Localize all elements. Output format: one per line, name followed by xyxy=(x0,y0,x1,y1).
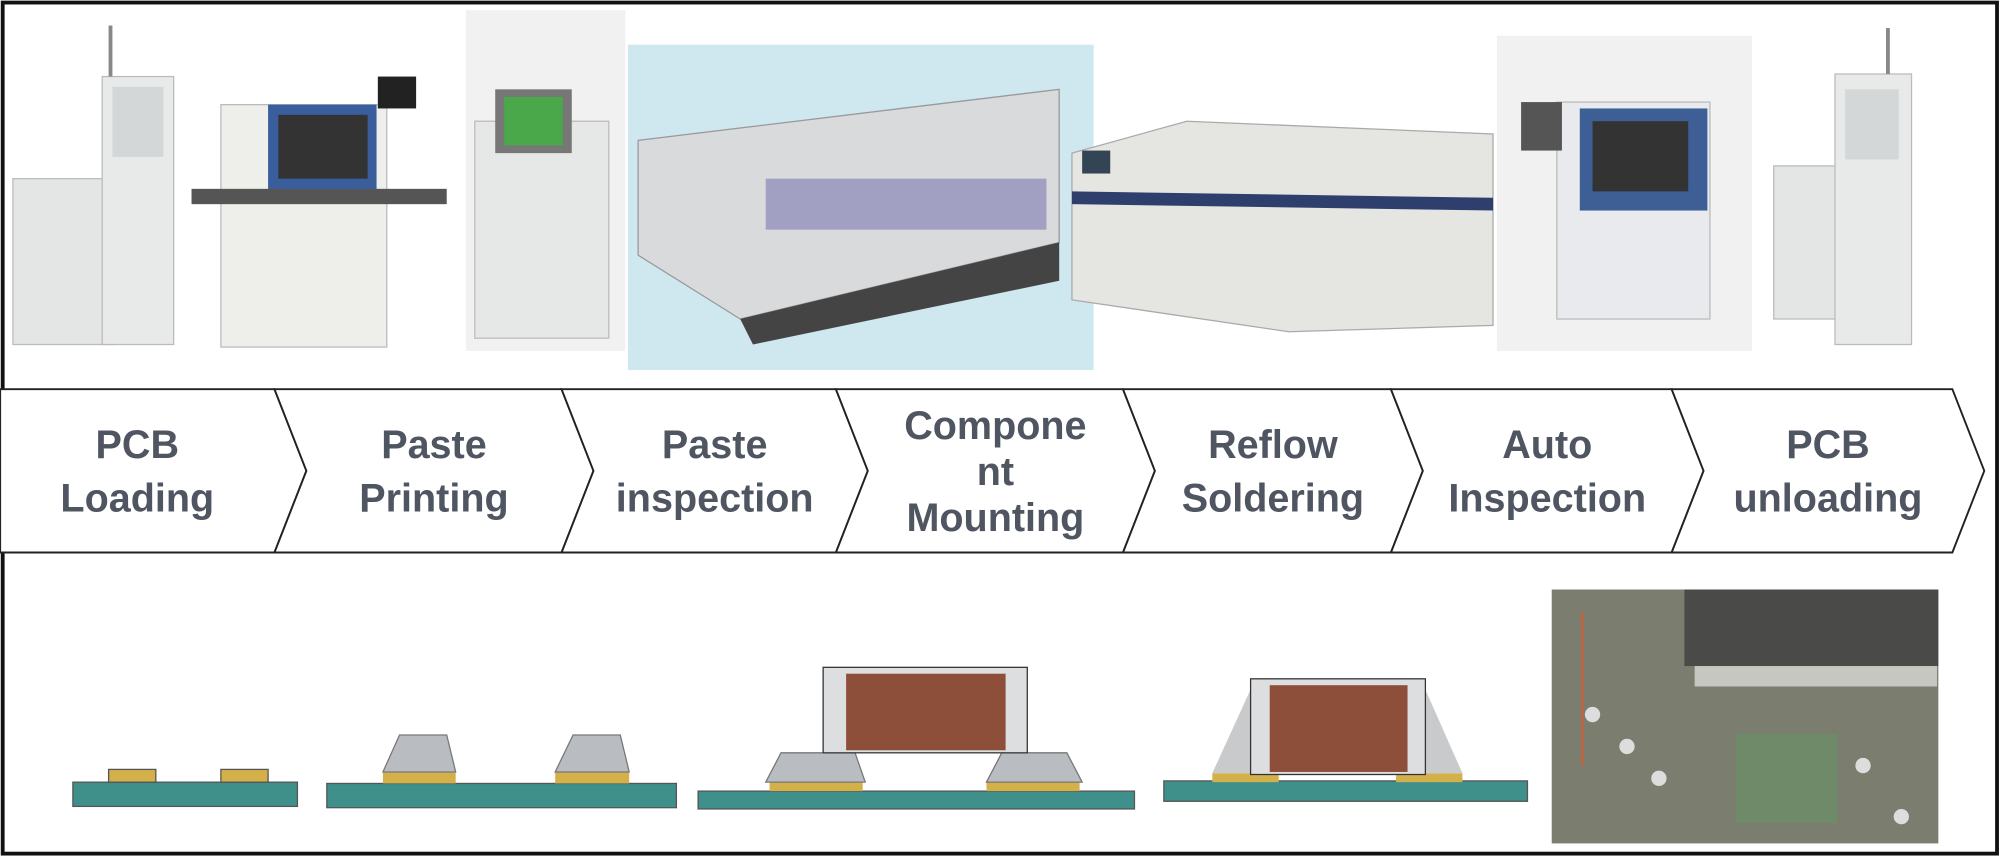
pcb-substrate xyxy=(1163,780,1529,802)
step-label: Inspection xyxy=(1448,477,1646,521)
machine-row xyxy=(12,10,1913,371)
machine-auto-inspection xyxy=(1496,35,1753,351)
pcb-substrate xyxy=(72,781,299,808)
machine-pcb-unloader xyxy=(1773,28,1913,346)
solder-paste xyxy=(985,752,1084,783)
stage-component-mounted xyxy=(697,666,1136,810)
pcb-substrate xyxy=(326,782,678,809)
step-label: Compone xyxy=(904,404,1086,448)
step-chevron xyxy=(1389,388,1705,554)
pad xyxy=(1396,773,1463,783)
pad xyxy=(107,768,157,783)
step-label: PCB xyxy=(1786,423,1870,467)
solder-paste xyxy=(764,752,867,783)
pad xyxy=(986,782,1080,792)
step-label: Soldering xyxy=(1182,477,1364,521)
machine-paste-inspection xyxy=(465,10,626,351)
step-chevron xyxy=(1670,388,1986,554)
step-label: Mounting xyxy=(906,496,1084,540)
machine-paste-printer xyxy=(191,76,447,348)
step-label: Auto xyxy=(1502,423,1592,467)
step-label: Paste xyxy=(381,423,487,467)
step-chevron xyxy=(0,388,308,554)
step-label: Loading xyxy=(60,477,214,521)
pad xyxy=(382,771,456,784)
step-chevron xyxy=(273,388,595,554)
component-body xyxy=(1269,685,1408,772)
pad xyxy=(1212,773,1279,783)
machine-component-mounter xyxy=(627,44,1094,371)
step-label: Paste xyxy=(662,423,768,467)
step-chevron xyxy=(1121,388,1424,554)
component-body xyxy=(846,673,1006,751)
stage-paste-printed xyxy=(326,734,678,809)
step-chevron xyxy=(560,388,869,554)
pad xyxy=(769,782,863,792)
machine-reflow-oven xyxy=(1071,120,1494,333)
step-label: inspection xyxy=(616,477,814,521)
stage-reflowed xyxy=(1163,678,1529,802)
pad xyxy=(220,768,269,783)
step-label: unloading xyxy=(1734,477,1923,521)
solder-fillet xyxy=(1212,683,1254,774)
pad xyxy=(555,771,630,784)
step-label: Reflow xyxy=(1208,423,1338,467)
solder-paste xyxy=(554,734,631,773)
step-label: nt xyxy=(977,450,1014,494)
machine-pcb-loader xyxy=(12,25,175,346)
finished-pcb-photo xyxy=(1551,589,1939,844)
step-label: Printing xyxy=(359,477,508,521)
pcb-substrate xyxy=(697,790,1136,810)
step-label: PCB xyxy=(96,423,179,467)
solder-paste xyxy=(381,734,457,773)
stage-bare-board xyxy=(72,768,299,808)
